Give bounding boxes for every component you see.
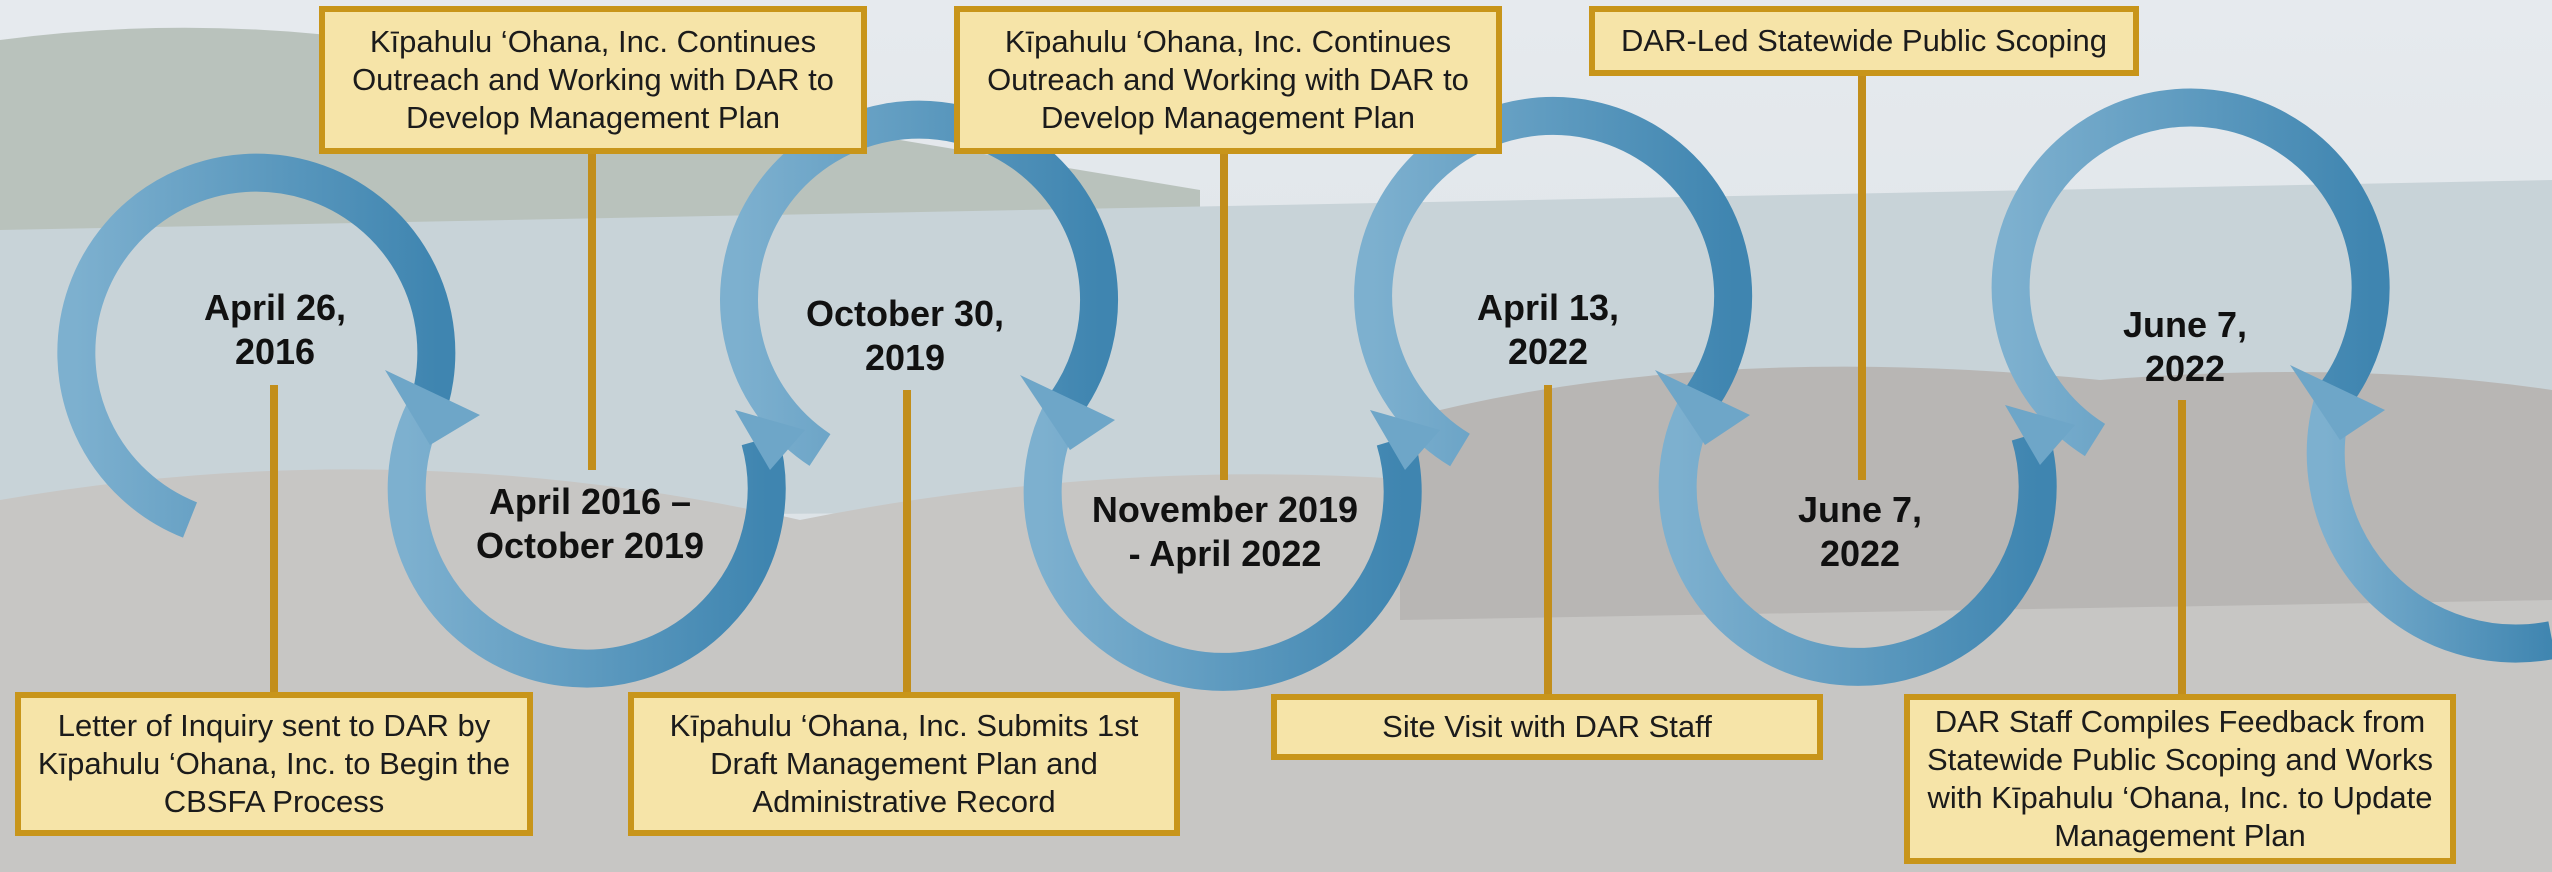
event-date: April 2016 – October 2019 — [475, 481, 705, 566]
curved-arrow-icon — [1023, 395, 1422, 691]
curved-arrow-icon — [735, 410, 805, 470]
connector-5 — [1544, 385, 1552, 695]
curved-arrow-icon — [1655, 370, 1750, 445]
connector-4 — [1220, 150, 1228, 480]
event-callout: Kīpahulu ‘Ohana, Inc. Continues Outreach… — [319, 6, 867, 154]
curved-arrow-icon — [720, 100, 1119, 466]
connector-6 — [1858, 70, 1866, 480]
event-date: June 7, 2022 — [2122, 304, 2248, 389]
curved-arrow-icon — [1658, 390, 2057, 686]
event-date: April 26, 2016 — [203, 287, 347, 372]
event-date: April 13, 2022 — [1476, 287, 1620, 372]
event-callout: Kīpahulu ‘Ohana, Inc. Submits 1st Draft … — [628, 692, 1180, 836]
curved-arrow-icon — [385, 370, 480, 445]
curved-arrow-icon — [1991, 88, 2390, 457]
curved-arrow-icon — [1020, 375, 1115, 450]
connector-1 — [270, 385, 278, 695]
event-callout: DAR Staff Compiles Feedback from Statewi… — [1904, 694, 2456, 864]
event-date: November 2019 - April 2022 — [1091, 489, 1359, 574]
event-date: June 7, 2022 — [1797, 489, 1923, 574]
event-callout: DAR-Led Statewide Public Scoping — [1589, 6, 2139, 76]
curved-arrow-icon — [57, 153, 456, 538]
curved-arrow-icon — [2306, 389, 2552, 663]
curved-arrow-icon — [1354, 96, 1753, 467]
curved-arrow-icon — [1370, 410, 1440, 470]
curved-arrow-icon — [2005, 405, 2075, 465]
curved-arrow-icon — [387, 390, 786, 688]
connector-3 — [903, 390, 911, 695]
event-callout: Letter of Inquiry sent to DAR by Kīpahul… — [15, 692, 533, 836]
event-callout: Kīpahulu ‘Ohana, Inc. Continues Outreach… — [954, 6, 1502, 154]
connector-7 — [2178, 400, 2186, 700]
event-date: October 30, 2019 — [805, 293, 1005, 378]
curved-arrow-icon — [2290, 365, 2385, 440]
connector-2 — [588, 150, 596, 470]
event-callout: Site Visit with DAR Staff — [1271, 694, 1823, 760]
